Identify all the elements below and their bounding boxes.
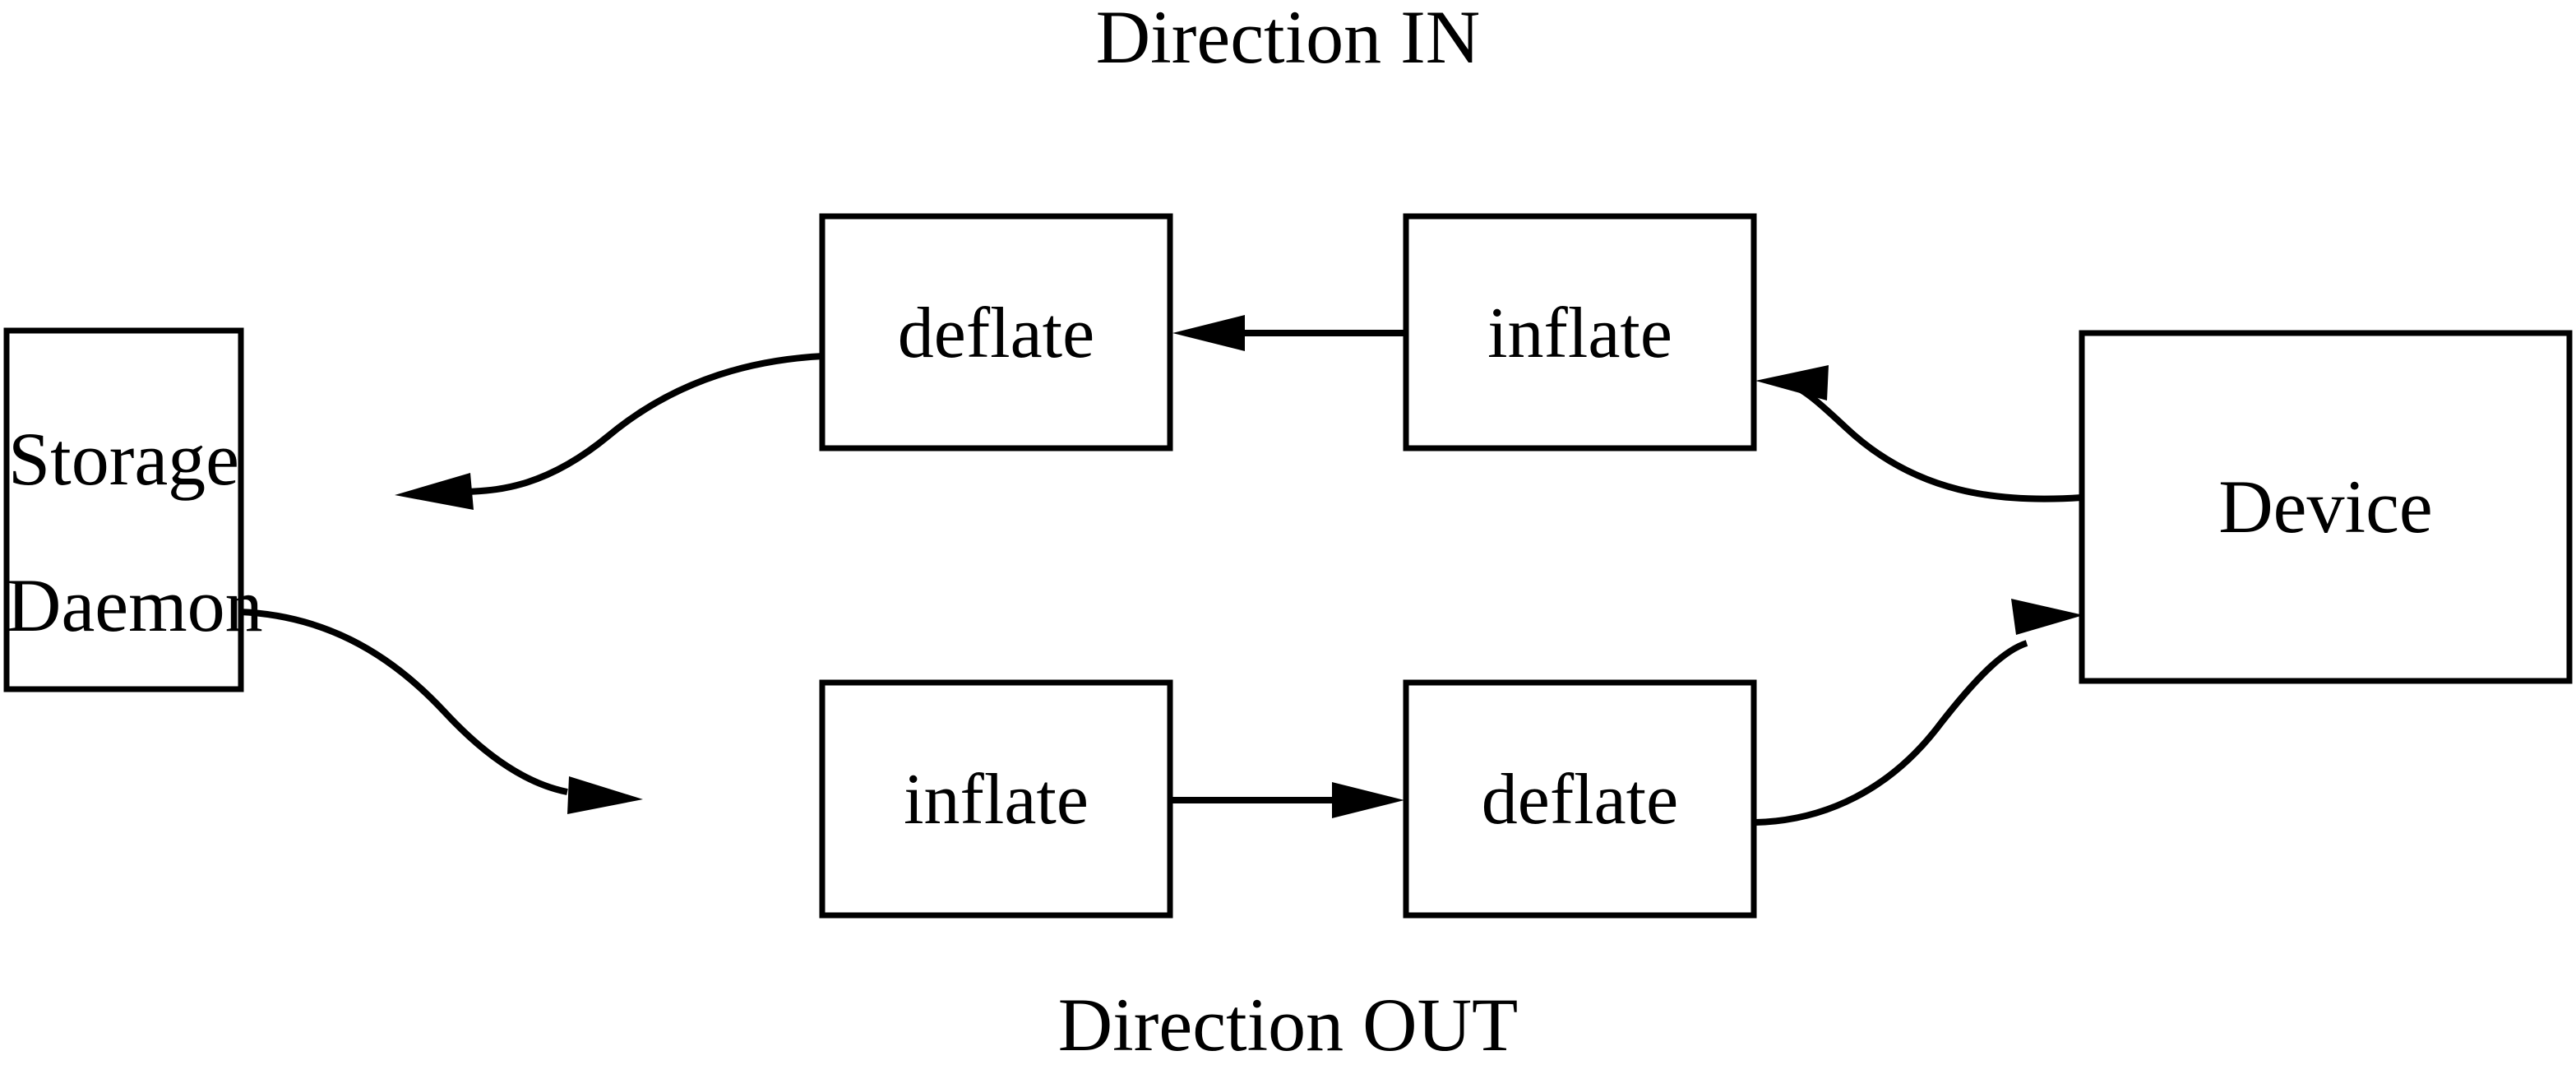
node-box-inflate-out[interactable]: [819, 679, 1173, 919]
caption-direction-out: Direction OUT: [1057, 983, 1519, 1067]
node-box-deflate-in[interactable]: [819, 213, 1173, 451]
edge-line-deflate-in-to-storage: [468, 353, 825, 495]
edge-deflate-out-to-device: [1755, 599, 2083, 826]
arrowhead-inflate-out-left: [567, 776, 643, 814]
node-box-inflate-in[interactable]: [1403, 213, 1757, 451]
node-box-device[interactable]: [2079, 330, 2573, 684]
edge-inflate-in-to-deflate-in: [1172, 315, 1404, 351]
edge-line-deflate-out-to-device: [1755, 640, 2028, 826]
arrowhead-deflate-out-left: [1332, 782, 1404, 818]
node-box-storage-daemon[interactable]: [3, 327, 244, 692]
edge-storage-to-inflate-out: [238, 609, 643, 814]
edge-deflate-in-to-storage: [395, 353, 825, 510]
edge-inflate-out-to-deflate-out: [1172, 782, 1404, 818]
arrowhead-inflate-in-left: [1755, 365, 1829, 400]
arrowhead-storage-daemon-right: [395, 473, 474, 510]
arrowhead-device-left: [2011, 599, 2083, 635]
node-box-deflate-out[interactable]: [1403, 679, 1757, 919]
edge-device-to-inflate-in: [1755, 365, 2083, 502]
edge-line-device-to-inflate-in: [1789, 382, 2083, 502]
edge-line-storage-to-inflate-out: [238, 609, 568, 795]
caption-direction-in: Direction IN: [1095, 0, 1481, 79]
arrowhead-deflate-in-right: [1172, 315, 1245, 351]
